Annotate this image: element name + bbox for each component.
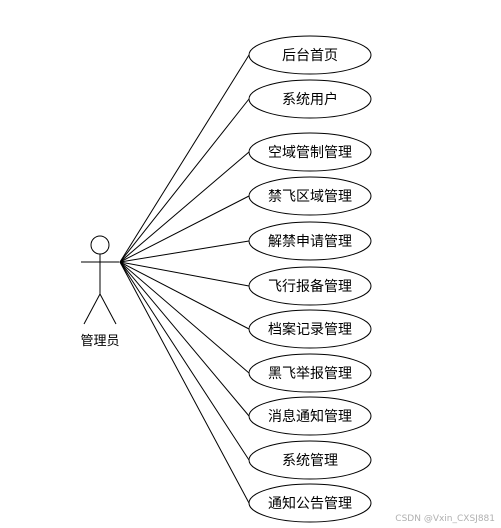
actor-label: 管理员 <box>80 334 119 349</box>
use-case-ellipse <box>248 132 372 172</box>
association-line <box>119 261 250 330</box>
associations <box>119 54 250 504</box>
use-cases: 后台首页 系统用户 空域管制管理 禁飞区域管理 解禁申请管理 飞行报备管理 档案… <box>248 35 372 523</box>
use-case-label: 后台首页 <box>282 48 338 64</box>
use-case-label: 消息通知管理 <box>268 408 352 425</box>
use-case-ellipse <box>248 309 372 349</box>
use-case-label: 系统用户 <box>282 91 338 108</box>
use-case-illegal-flight-report[interactable]: 黑飞举报管理 <box>248 353 372 393</box>
use-case-label: 通知公告管理 <box>268 495 352 512</box>
use-case-system-users[interactable]: 系统用户 <box>248 79 372 119</box>
use-case-ellipse <box>248 221 372 261</box>
actor: 管理员 <box>80 235 120 349</box>
actor-left-leg <box>83 293 101 325</box>
use-case-label: 解禁申请管理 <box>268 234 352 250</box>
use-case-label: 空域管制管理 <box>268 145 352 161</box>
use-case-ellipse <box>248 483 372 523</box>
use-case-ellipse <box>248 440 372 480</box>
use-case-ellipse <box>248 353 372 393</box>
use-case-ellipse <box>248 396 372 436</box>
use-case-label: 黑飞举报管理 <box>268 366 352 382</box>
actor-head <box>90 235 110 255</box>
use-case-message-notification[interactable]: 消息通知管理 <box>248 396 372 436</box>
use-case-label: 系统管理 <box>282 453 338 469</box>
use-case-system-management[interactable]: 系统管理 <box>248 440 372 480</box>
association-line <box>119 261 250 374</box>
use-case-no-fly-zone[interactable]: 禁飞区域管理 <box>248 176 372 216</box>
association-line <box>119 195 250 263</box>
association-line <box>119 261 250 461</box>
use-case-archive-records[interactable]: 档案记录管理 <box>248 309 372 349</box>
association-line <box>119 261 250 504</box>
actor-right-leg <box>99 293 117 325</box>
use-case-airspace-control[interactable]: 空域管制管理 <box>248 132 372 172</box>
use-case-ellipse <box>248 79 372 119</box>
association-line <box>119 54 250 263</box>
use-case-dashboard[interactable]: 后台首页 <box>248 35 372 75</box>
association-line <box>119 261 250 417</box>
use-case-label: 档案记录管理 <box>268 321 352 338</box>
use-case-ellipse <box>248 35 372 75</box>
use-case-ellipse <box>248 176 372 216</box>
use-case-label: 禁飞区域管理 <box>268 189 352 205</box>
association-line <box>119 261 250 287</box>
use-case-flight-filing[interactable]: 飞行报备管理 <box>248 266 372 306</box>
use-case-unban-application[interactable]: 解禁申请管理 <box>248 221 372 261</box>
use-case-label: 飞行报备管理 <box>268 278 352 295</box>
watermark: CSDN @Vxin_CXSJ881 <box>395 514 495 524</box>
association-line <box>119 240 250 263</box>
association-line <box>119 98 250 263</box>
use-case-ellipse <box>248 266 372 306</box>
association-line <box>119 151 250 263</box>
use-case-announcement[interactable]: 通知公告管理 <box>248 483 372 523</box>
